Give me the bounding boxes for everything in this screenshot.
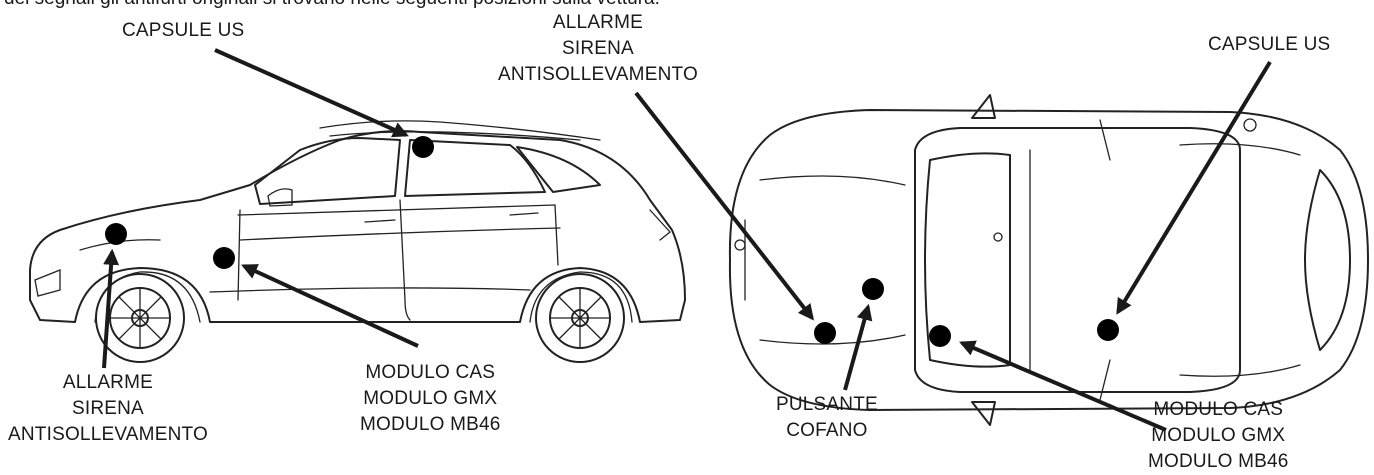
side-module-arrow: [241, 264, 419, 348]
side-capsule-label: CAPSULE US: [122, 20, 245, 41]
side-capsule-arrow: [214, 48, 409, 138]
side-alarm-label: ALLARME SIRENA ANTISOLLEVAMENTO: [8, 372, 208, 445]
top-view-car: [728, 94, 1369, 426]
top-alarm-arrow: [634, 91, 814, 321]
top-alarm-dot: [814, 322, 836, 344]
top-module-arrow: [959, 340, 1167, 432]
top-capsule-arrow: [1116, 60, 1272, 315]
side-capsule-dot: [412, 136, 434, 158]
header-text-fragment: dei segnali gli antifurti originali si t…: [4, 0, 660, 10]
top-alarm-label: ALLARME SIRENA ANTISOLLEVAMENTO: [498, 12, 698, 85]
side-module-label: MODULO CAS MODULO GMX MODULO MB46: [360, 362, 501, 435]
side-view-car: [29, 120, 686, 363]
top-bonnet-arrow: [843, 303, 873, 391]
top-bonnet-label: PULSANTE COFANO: [776, 394, 878, 441]
top-capsule-dot: [1097, 319, 1119, 341]
side-module-dot: [213, 247, 235, 269]
top-capsule-label: CAPSULE US: [1208, 34, 1331, 55]
top-bonnet-dot: [862, 278, 884, 300]
side-alarm-dot: [105, 223, 127, 245]
side-alarm-arrow: [102, 248, 120, 369]
top-module-label: MODULO CAS MODULO GMX MODULO MB46: [1148, 399, 1289, 472]
top-module-dot: [929, 325, 951, 347]
